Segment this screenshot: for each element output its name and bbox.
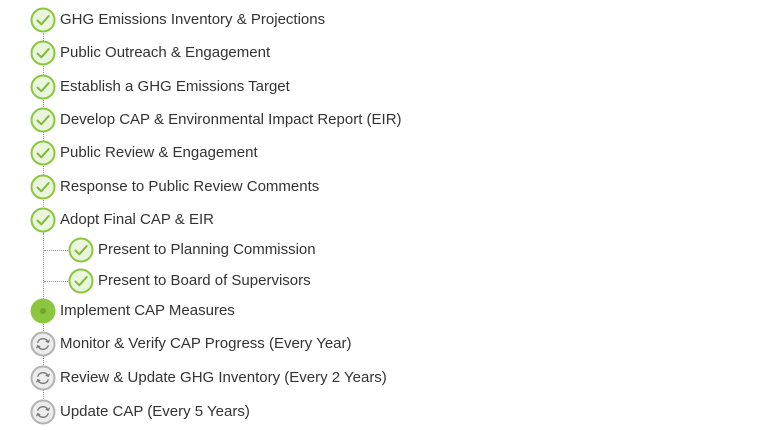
step-label: GHG Emissions Inventory & Projections xyxy=(60,11,326,28)
step-label: Review & Update GHG Inventory (Every 2 Y… xyxy=(60,369,387,386)
step-monitor-verify: Monitor & Verify CAP Progress (Every Yea… xyxy=(30,329,352,359)
check-circle-icon xyxy=(30,107,56,133)
check-circle-icon xyxy=(30,174,56,200)
step-review-update-inventory: Review & Update GHG Inventory (Every 2 Y… xyxy=(30,363,387,393)
check-circle-icon xyxy=(30,7,56,33)
step-ghg-inventory: GHG Emissions Inventory & Projections xyxy=(30,5,325,35)
check-circle-icon xyxy=(30,140,56,166)
step-label: Public Review & Engagement xyxy=(60,144,258,161)
step-emissions-target: Establish a GHG Emissions Target xyxy=(30,72,290,102)
step-develop-cap-eir: Develop CAP & Environmental Impact Repor… xyxy=(30,105,402,135)
check-circle-icon xyxy=(30,207,56,233)
step-label: Update CAP (Every 5 Years) xyxy=(60,403,250,420)
substep-connector xyxy=(43,233,44,281)
substep-branch-2 xyxy=(44,281,70,282)
refresh-cycle-icon xyxy=(30,365,56,391)
in-progress-dot-icon xyxy=(30,298,56,324)
step-label: Public Outreach & Engagement xyxy=(60,44,271,61)
refresh-cycle-icon xyxy=(30,331,56,357)
step-response-comments: Response to Public Review Comments xyxy=(30,172,319,202)
check-circle-icon xyxy=(30,74,56,100)
check-circle-icon xyxy=(68,237,94,263)
refresh-cycle-icon xyxy=(30,399,56,425)
step-label: Establish a GHG Emissions Target xyxy=(60,78,290,95)
step-label: Develop CAP & Environmental Impact Repor… xyxy=(60,111,402,128)
step-update-cap: Update CAP (Every 5 Years) xyxy=(30,397,250,427)
step-label: Adopt Final CAP & EIR xyxy=(60,211,214,228)
step-adopt-final: Adopt Final CAP & EIR xyxy=(30,205,214,235)
substep-label: Present to Planning Commission xyxy=(98,241,316,258)
substep-label: Present to Board of Supervisors xyxy=(98,272,311,289)
substep-board-of-supervisors: Present to Board of Supervisors xyxy=(68,266,311,296)
step-public-outreach: Public Outreach & Engagement xyxy=(30,38,270,68)
step-label: Response to Public Review Comments xyxy=(60,178,320,195)
step-label: Implement CAP Measures xyxy=(60,302,235,319)
step-label: Monitor & Verify CAP Progress (Every Yea… xyxy=(60,335,352,352)
step-implement-measures: Implement CAP Measures xyxy=(30,296,235,326)
check-circle-icon xyxy=(68,268,94,294)
substep-planning-commission: Present to Planning Commission xyxy=(68,235,316,265)
step-public-review: Public Review & Engagement xyxy=(30,138,258,168)
substep-branch-1 xyxy=(44,250,70,251)
check-circle-icon xyxy=(30,40,56,66)
